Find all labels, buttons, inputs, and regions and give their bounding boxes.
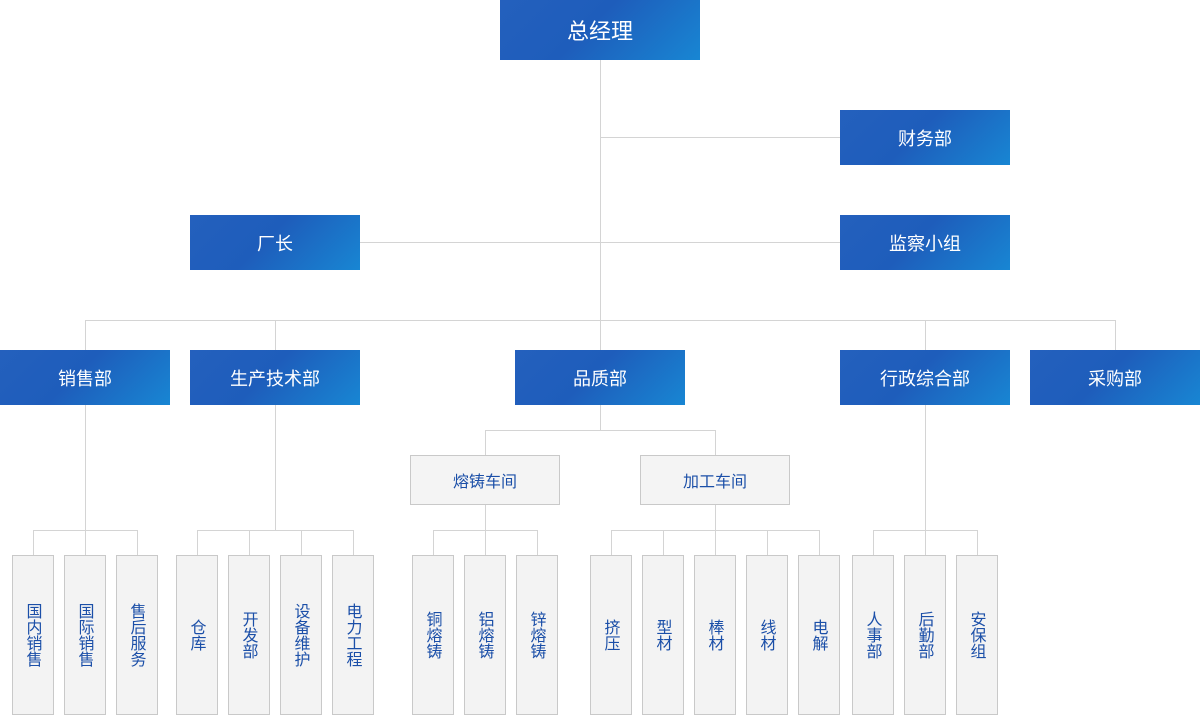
node-admin-dept[interactable]: 行政综合部 — [840, 350, 1010, 405]
node-wires[interactable]: 线材 — [746, 555, 788, 715]
node-equipment-maintenance[interactable]: 设备维护 — [280, 555, 322, 715]
node-factory-director[interactable]: 厂长 — [190, 215, 360, 270]
connector-line — [360, 242, 840, 243]
connector-line — [433, 530, 434, 555]
node-security[interactable]: 安保组 — [956, 555, 998, 715]
connector-line — [715, 430, 716, 455]
node-copper-casting[interactable]: 铜熔铸 — [412, 555, 454, 715]
node-extrusion[interactable]: 挤压 — [590, 555, 632, 715]
node-development[interactable]: 开发部 — [228, 555, 270, 715]
node-domestic-sales[interactable]: 国内销售 — [12, 555, 54, 715]
connector-line — [249, 530, 250, 555]
connector-line — [925, 405, 926, 555]
connector-line — [1115, 320, 1116, 350]
connector-line — [537, 530, 538, 555]
node-quality-dept[interactable]: 品质部 — [515, 350, 685, 405]
connector-line — [873, 530, 874, 555]
node-after-sales[interactable]: 售后服务 — [116, 555, 158, 715]
node-warehouse[interactable]: 仓库 — [176, 555, 218, 715]
node-electrolysis[interactable]: 电解 — [798, 555, 840, 715]
node-hr[interactable]: 人事部 — [852, 555, 894, 715]
connector-line — [85, 405, 86, 555]
connector-line — [600, 60, 601, 350]
node-finance[interactable]: 财务部 — [840, 110, 1010, 165]
connector-line — [873, 530, 977, 531]
node-profiles[interactable]: 型材 — [642, 555, 684, 715]
connector-line — [485, 430, 716, 431]
connector-line — [301, 530, 302, 555]
connector-line — [485, 430, 486, 455]
node-aluminum-casting[interactable]: 铝熔铸 — [464, 555, 506, 715]
connector-line — [197, 530, 353, 531]
connector-line — [977, 530, 978, 555]
connector-line — [433, 530, 537, 531]
node-international-sales[interactable]: 国际销售 — [64, 555, 106, 715]
connector-line — [137, 530, 138, 555]
connector-line — [197, 530, 198, 555]
node-ceo[interactable]: 总经理 — [500, 0, 700, 60]
connector-line — [925, 320, 926, 350]
connector-line — [353, 530, 354, 555]
node-zinc-casting[interactable]: 锌熔铸 — [516, 555, 558, 715]
node-bars[interactable]: 棒材 — [694, 555, 736, 715]
connector-line — [767, 530, 768, 555]
connector-line — [600, 405, 601, 430]
connector-line — [611, 530, 820, 531]
node-power-engineering[interactable]: 电力工程 — [332, 555, 374, 715]
connector-line — [600, 137, 840, 138]
node-supervision[interactable]: 监察小组 — [840, 215, 1010, 270]
connector-line — [85, 320, 1116, 321]
connector-line — [275, 405, 276, 530]
connector-line — [33, 530, 137, 531]
connector-line — [33, 530, 34, 555]
node-casting-workshop[interactable]: 熔铸车间 — [410, 455, 560, 505]
connector-line — [275, 320, 276, 350]
connector-line — [85, 320, 86, 350]
node-production-dept[interactable]: 生产技术部 — [190, 350, 360, 405]
node-logistics[interactable]: 后勤部 — [904, 555, 946, 715]
node-sales-dept[interactable]: 销售部 — [0, 350, 170, 405]
node-purchasing-dept[interactable]: 采购部 — [1030, 350, 1200, 405]
connector-line — [611, 530, 612, 555]
connector-line — [663, 530, 664, 555]
connector-line — [819, 530, 820, 555]
node-processing-workshop[interactable]: 加工车间 — [640, 455, 790, 505]
